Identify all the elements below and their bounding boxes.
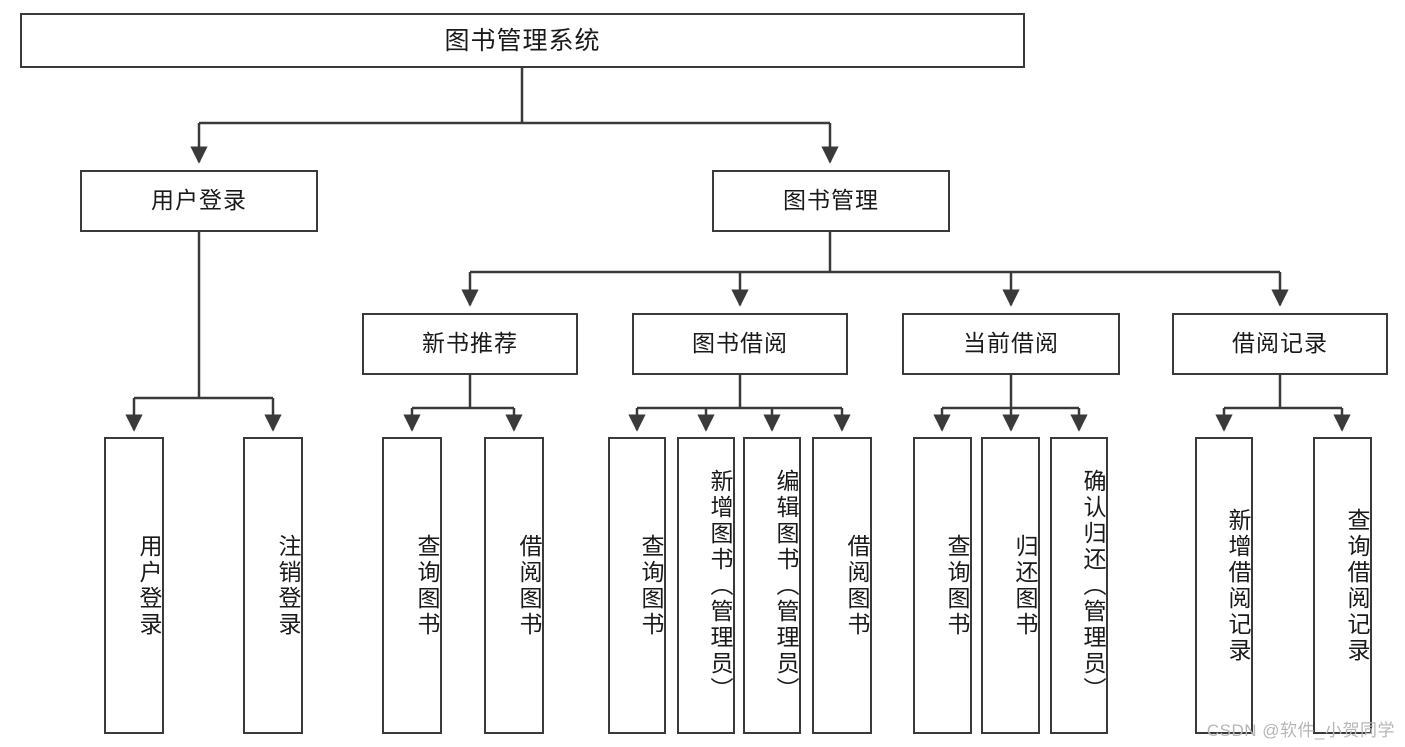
csdn-watermark: CSDN @软件_小贺同学: [1206, 721, 1395, 740]
node-user-login[interactable]: 用户登录: [80, 170, 318, 232]
node-label: 查询借阅记录: [1344, 507, 1370, 664]
node-current-borrow[interactable]: 当前借阅: [902, 313, 1120, 375]
node-leaf-query-borrow-record[interactable]: 查询借阅记录: [1313, 437, 1372, 734]
node-leaf-user-login[interactable]: 用户登录: [104, 437, 164, 734]
node-label: 查询图书: [944, 533, 970, 638]
node-leaf-query-book-recommend[interactable]: 查询图书: [382, 437, 442, 734]
node-label: 借阅图书: [844, 533, 870, 638]
node-leaf-add-borrow-record[interactable]: 新增借阅记录: [1195, 437, 1253, 734]
node-label: 编辑图书（管理员）: [773, 468, 799, 703]
node-label: 查询图书: [414, 533, 440, 638]
node-leaf-return-book[interactable]: 归还图书: [981, 437, 1040, 734]
node-borrow-record[interactable]: 借阅记录: [1172, 313, 1388, 375]
node-book-borrow[interactable]: 图书借阅: [632, 313, 848, 375]
node-leaf-borrow-book-recommend[interactable]: 借阅图书: [484, 437, 544, 734]
node-leaf-query-book-borrow[interactable]: 查询图书: [608, 437, 666, 734]
node-label: 借阅记录: [1232, 330, 1328, 357]
node-leaf-logout[interactable]: 注销登录: [243, 437, 303, 734]
node-book-management[interactable]: 图书管理: [712, 170, 950, 232]
node-label: 新增图书（管理员）: [707, 468, 733, 703]
node-leaf-add-book-admin[interactable]: 新增图书（管理员）: [677, 437, 735, 734]
node-label: 图书管理系统: [444, 26, 601, 55]
node-label: 用户登录: [136, 533, 162, 638]
node-new-book-recommend[interactable]: 新书推荐: [362, 313, 578, 375]
node-leaf-confirm-return-admin[interactable]: 确认归还（管理员）: [1050, 437, 1108, 734]
node-label: 当前借阅: [963, 330, 1059, 357]
node-leaf-edit-book-admin[interactable]: 编辑图书（管理员）: [743, 437, 801, 734]
node-label: 图书管理: [783, 187, 879, 214]
node-label: 查询图书: [638, 533, 664, 638]
node-label: 用户登录: [151, 187, 247, 214]
node-label: 注销登录: [275, 533, 301, 638]
node-label: 新书推荐: [422, 330, 518, 357]
node-label: 确认归还（管理员）: [1080, 468, 1106, 703]
node-root-book-management-system[interactable]: 图书管理系统: [20, 13, 1025, 68]
node-label: 新增借阅记录: [1225, 507, 1251, 664]
node-leaf-query-book-current[interactable]: 查询图书: [913, 437, 972, 734]
node-leaf-borrow-book[interactable]: 借阅图书: [812, 437, 872, 734]
node-label: 图书借阅: [692, 330, 788, 357]
node-label: 借阅图书: [516, 533, 542, 638]
node-label: 归还图书: [1012, 533, 1038, 638]
